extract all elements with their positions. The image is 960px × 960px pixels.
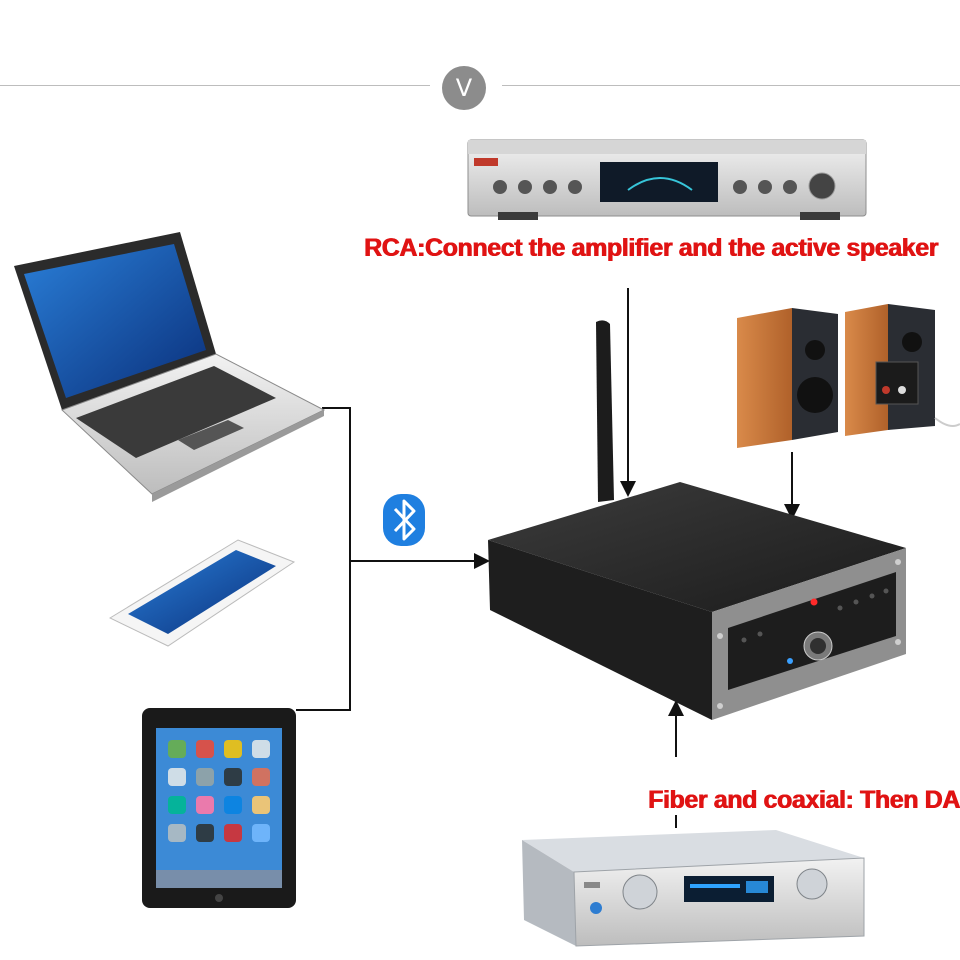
source-bracket-line bbox=[296, 407, 351, 711]
phone-illustration bbox=[108, 539, 296, 647]
section-badge: V bbox=[442, 66, 486, 110]
tablet-illustration bbox=[142, 708, 296, 908]
section-divider-right bbox=[502, 85, 960, 86]
amplifier-illustration bbox=[467, 139, 867, 220]
arrowhead-down-amp bbox=[620, 481, 636, 497]
laptop-illustration bbox=[14, 232, 326, 502]
dac-illustration bbox=[522, 830, 865, 947]
active-speakers-illustration bbox=[737, 304, 960, 448]
connector-lines bbox=[296, 288, 793, 828]
arrowhead-right bbox=[474, 553, 490, 569]
bluetooth-receiver-illustration bbox=[488, 320, 906, 720]
arrowhead-up-dac bbox=[668, 700, 684, 716]
arrowhead-down-speaker bbox=[784, 504, 800, 520]
arrowheads bbox=[474, 481, 800, 716]
section-divider-left bbox=[0, 85, 430, 86]
bluetooth-icon bbox=[383, 494, 425, 546]
rca-caption: RCA:Connect the amplifier and the active… bbox=[364, 234, 939, 262]
dac-caption: Fiber and coaxial: Then DAC bbox=[648, 786, 960, 814]
